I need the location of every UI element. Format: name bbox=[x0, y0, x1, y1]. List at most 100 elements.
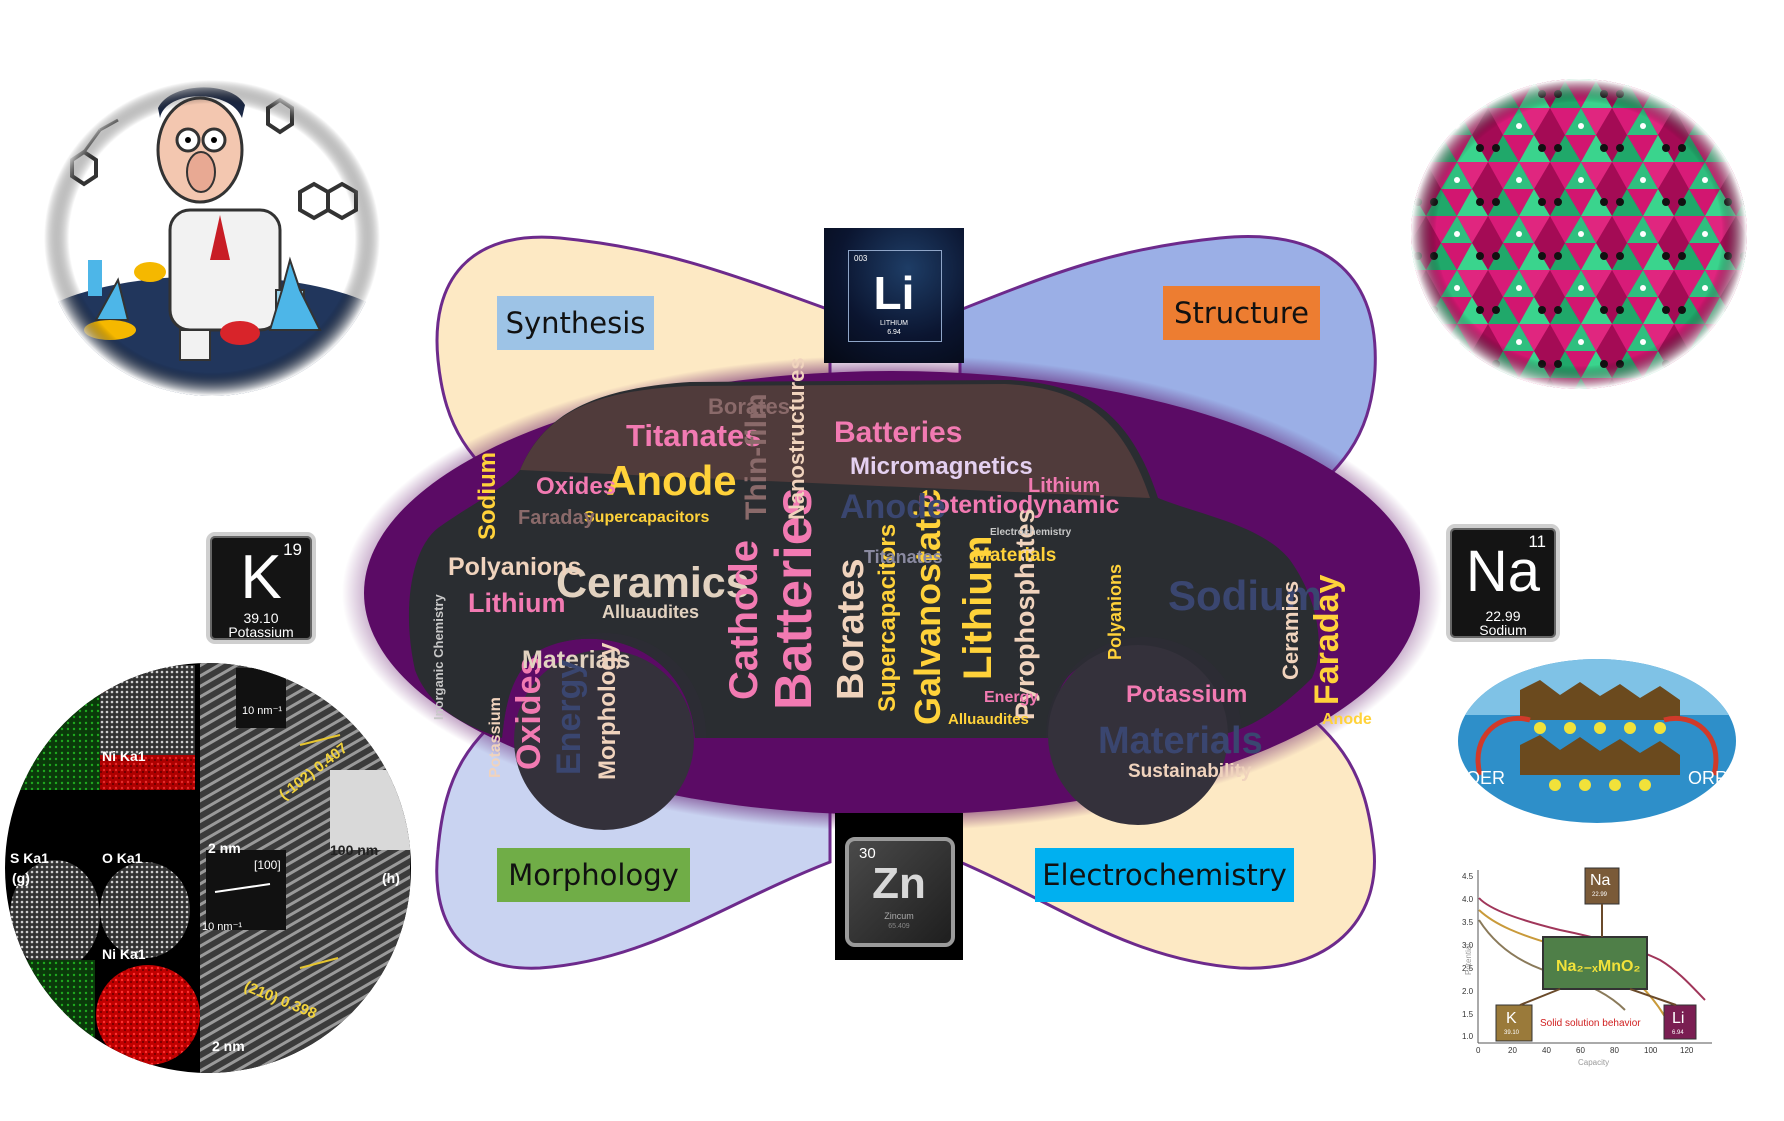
voltage-xtick-100: 100 bbox=[1644, 1046, 1658, 1055]
zinc-element-tile: 30 Zn Zincum 65.409 bbox=[835, 813, 963, 960]
li-mass: 6.94 bbox=[887, 329, 901, 336]
word-borates: Borates bbox=[830, 558, 872, 701]
tem-panel-h: (h) bbox=[382, 870, 400, 886]
word-polyanions: Polyanions bbox=[448, 553, 582, 581]
word-anode-3: Anode bbox=[1322, 711, 1372, 728]
voltage-k-mass: 39.10 bbox=[1504, 1030, 1520, 1036]
catalysis-illustration bbox=[1458, 659, 1736, 823]
tem-map-label-o: O Ka1 bbox=[102, 850, 143, 866]
sodium-element-tile: 11 Na 22.99 Sodium bbox=[1446, 524, 1560, 642]
tem-scale-1: 10 nm⁻¹ bbox=[242, 705, 283, 717]
word-ceramics: Ceramics bbox=[556, 559, 750, 607]
lithium-element-tile: 003 Li LITHIUM 6.94 bbox=[824, 228, 964, 363]
word-oxides: Oxides bbox=[536, 473, 617, 500]
word-sodium-2: Sodium bbox=[474, 452, 501, 540]
word-materials-2: Materials bbox=[1098, 720, 1263, 762]
word-nanostructures: Nanostructures bbox=[784, 357, 809, 520]
voltage-profile-chart bbox=[1462, 865, 1717, 1050]
tem-eds-image bbox=[5, 663, 411, 1073]
word-inorganic-chemistry: Inorganic Chemistry bbox=[431, 594, 446, 720]
k-symbol: K bbox=[240, 543, 282, 612]
voltage-ytick-2.0: 2.0 bbox=[1462, 987, 1474, 996]
word-batteries-2: Batteries bbox=[765, 487, 823, 710]
rear-wheel bbox=[1048, 645, 1228, 825]
electrochemistry-label: Electrochemistry bbox=[1035, 848, 1294, 902]
voltage-na-mass: 22.99 bbox=[1592, 892, 1608, 898]
word-potassium-2: Potassium bbox=[487, 697, 504, 778]
k-name: Potassium bbox=[228, 624, 294, 640]
structure-label: Structure bbox=[1163, 286, 1320, 340]
word-potentiodynamic: Potentiodynamic bbox=[918, 491, 1120, 519]
voltage-xtick-120: 120 bbox=[1680, 1046, 1694, 1055]
voltage-annotation: Solid solution behavior bbox=[1540, 1018, 1641, 1029]
voltage-ytick-4.5: 4.5 bbox=[1462, 872, 1474, 881]
voltage-ytick-4.0: 4.0 bbox=[1462, 895, 1474, 904]
li-symbol: Li bbox=[873, 267, 915, 319]
word-materials: Materials bbox=[522, 646, 631, 674]
voltage-ytick-3.0: 3.0 bbox=[1462, 941, 1474, 950]
voltage-ytick-1.5: 1.5 bbox=[1462, 1010, 1474, 1019]
voltage-compound: Na₂₋ₓMnO₂ bbox=[1556, 958, 1641, 975]
tem-zone: [100] bbox=[254, 858, 281, 872]
word-anode-2: Anode bbox=[840, 488, 946, 526]
potassium-element-tile: 19 K 39.10 Potassium bbox=[206, 532, 316, 644]
voltage-xtick-0: 0 bbox=[1476, 1046, 1481, 1055]
word-energy: Energy bbox=[550, 659, 588, 775]
na-mass: 22.99 bbox=[1485, 608, 1521, 624]
word-alluaudites: Alluaudites bbox=[602, 602, 700, 622]
tem-scale-3: 100 nm bbox=[330, 842, 379, 858]
voltage-ytick-2.5: 2.5 bbox=[1462, 964, 1474, 973]
tem-map-label-ni: Ni Ka1 bbox=[102, 748, 146, 764]
tem-map-label-s: S Ka1 bbox=[10, 850, 49, 866]
li-name: LITHIUM bbox=[880, 320, 908, 327]
li-number: 003 bbox=[854, 254, 868, 263]
voltage-xtick-60: 60 bbox=[1576, 1046, 1585, 1055]
word-lithium: Lithium bbox=[468, 588, 566, 618]
catalysis-orr-label: ORR bbox=[1688, 768, 1728, 788]
front-wheel bbox=[514, 650, 694, 830]
word-potassium: Potassium bbox=[1126, 681, 1248, 708]
word-electrochemistry: Electrochemistry bbox=[990, 527, 1072, 538]
k-mass: 39.10 bbox=[243, 610, 279, 626]
tem-panel-g: (g) bbox=[12, 870, 30, 886]
word-polyanions-2: Polyanions bbox=[1105, 563, 1125, 660]
word-titanates-2: Titanates bbox=[864, 547, 943, 567]
k-number: 19 bbox=[283, 540, 302, 559]
zn-name: Zincum bbox=[884, 911, 914, 921]
word-lithium-3: Lithium bbox=[1028, 475, 1101, 497]
zn-number: 30 bbox=[859, 845, 876, 862]
voltage-li-mass: 6.94 bbox=[1672, 1030, 1684, 1036]
voltage-ytick-1.0: 1.0 bbox=[1462, 1032, 1474, 1041]
voltage-xlabel: Capacity bbox=[1578, 1058, 1610, 1067]
word-faraday-2: Faraday bbox=[518, 507, 595, 529]
na-number: 11 bbox=[1528, 532, 1546, 551]
word-morphology: Morphology bbox=[594, 642, 621, 780]
tem-scale-4: 10 nm⁻¹ bbox=[202, 921, 243, 933]
word-borates-2: Borates bbox=[708, 394, 790, 419]
morphology-label: Morphology bbox=[497, 848, 690, 902]
word-batteries: Batteries bbox=[834, 416, 963, 449]
tem-scale-5: 2 nm bbox=[212, 1038, 245, 1054]
word-titanates: Titanates bbox=[626, 418, 762, 453]
voltage-k-box: K bbox=[1506, 1010, 1517, 1027]
zn-mass: 65.409 bbox=[888, 923, 910, 930]
word-materials-3: Materials bbox=[974, 545, 1057, 566]
word-faraday: Faraday bbox=[1308, 574, 1346, 705]
word-ceramics-2: Ceramics bbox=[1278, 580, 1303, 680]
voltage-xtick-20: 20 bbox=[1508, 1046, 1517, 1055]
voltage-li-box: Li bbox=[1672, 1010, 1685, 1027]
word-alluaudites-2: Alluaudites bbox=[948, 711, 1029, 728]
na-symbol: Na bbox=[1465, 539, 1541, 604]
word-sustainability: Sustainability bbox=[1128, 761, 1252, 782]
voltage-xtick-80: 80 bbox=[1610, 1046, 1619, 1055]
voltage-ytick-3.5: 3.5 bbox=[1462, 918, 1474, 927]
tem-scale-2: 2 nm bbox=[208, 840, 241, 856]
word-anode: Anode bbox=[606, 457, 737, 504]
voltage-ylabel: Potential bbox=[1464, 943, 1473, 975]
tem-map-label-ni-2: Ni Ka1 bbox=[102, 946, 146, 962]
zn-symbol: Zn bbox=[872, 859, 926, 908]
voltage-xtick-40: 40 bbox=[1542, 1046, 1551, 1055]
voltage-na-box: Na bbox=[1590, 872, 1611, 889]
synthesis-label: Synthesis bbox=[497, 296, 654, 350]
